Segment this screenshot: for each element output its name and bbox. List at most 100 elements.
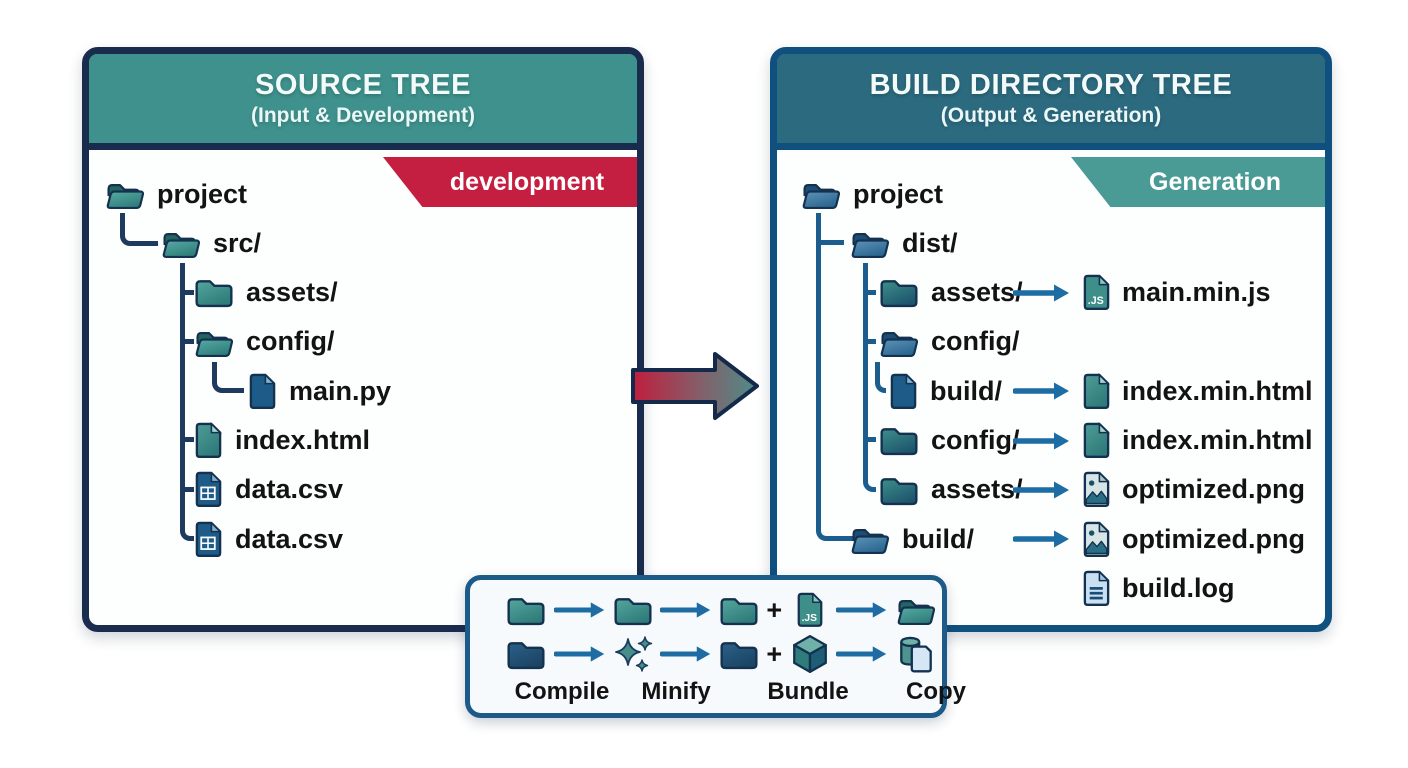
build-tree-panel: BUILD DIRECTORY TREE (Output & Generatio… xyxy=(770,47,1332,632)
file-img-icon xyxy=(1081,470,1112,509)
arrow-icon xyxy=(836,599,888,621)
build-tree-header: BUILD DIRECTORY TREE (Output & Generatio… xyxy=(777,54,1325,150)
tree-connector xyxy=(863,263,876,492)
folder-label: config/ xyxy=(931,425,1020,455)
file-img-icon xyxy=(1081,520,1112,559)
maps-to-arrow-icon xyxy=(1013,282,1071,304)
source-tree-panel: SOURCE TREE (Input & Development) develo… xyxy=(82,47,644,632)
tree-row: src/ xyxy=(89,219,261,267)
build-output: optimized.png xyxy=(1013,520,1305,559)
cube-icon xyxy=(789,633,831,675)
build-tree-title: BUILD DIRECTORY TREE xyxy=(869,69,1233,101)
tree-row: project xyxy=(777,170,943,218)
folder-open-teal-icon xyxy=(895,592,937,629)
folder-dark-icon xyxy=(718,636,760,673)
tree-row: assets/ xyxy=(89,269,338,317)
output-file-label: main.min.js xyxy=(1122,277,1271,308)
folder-open-blue-icon xyxy=(878,324,920,361)
copy-icon xyxy=(895,633,937,675)
tree-row: assets/ optimized.png xyxy=(777,466,1305,514)
tree-connector xyxy=(180,437,194,442)
output-file-label: build.log xyxy=(1122,572,1235,603)
tree-row: build.log xyxy=(777,564,1234,612)
folder-label: assets/ xyxy=(931,474,1023,505)
file-teal-icon xyxy=(1081,372,1112,411)
arrow-icon xyxy=(660,599,712,621)
output-file-label: index.min.html xyxy=(1122,425,1313,455)
folder-label: assets/ xyxy=(246,277,338,308)
build-tree-subtitle: (Output & Generation) xyxy=(940,104,1162,127)
tree-row: dist/ xyxy=(777,219,958,267)
file-blue-icon xyxy=(247,372,278,411)
maps-to-arrow-icon xyxy=(1013,430,1071,452)
maps-to-arrow-icon xyxy=(1013,479,1071,501)
tree-connector xyxy=(816,240,844,245)
file-label: data.csv xyxy=(235,474,344,505)
transform-arrow xyxy=(631,347,761,430)
arrow-icon xyxy=(553,643,606,665)
folder-label: project xyxy=(157,178,248,209)
tree-connector xyxy=(180,263,194,541)
output-file-label: optimized.png xyxy=(1122,474,1305,505)
svg-text:.JS: .JS xyxy=(801,613,817,624)
file-csv-icon xyxy=(193,470,224,509)
output-file-label: optimized.png xyxy=(1122,523,1305,554)
file-teal-icon xyxy=(193,421,224,460)
file-js-icon: .JS xyxy=(1081,273,1112,312)
folder-teal-dark-icon xyxy=(878,274,920,311)
output-file-label: index.min.html xyxy=(1122,375,1313,406)
arrow-icon xyxy=(660,643,712,665)
file-blue-icon xyxy=(888,372,919,411)
folder-label: dist/ xyxy=(902,227,958,258)
tree-connector xyxy=(863,290,876,295)
folder-label: config/ xyxy=(931,326,1020,357)
folder-teal-dark-icon xyxy=(878,422,920,459)
tree-connector xyxy=(816,213,858,541)
generation-ribbon: Generation xyxy=(1071,157,1325,207)
folder-teal-icon xyxy=(193,274,235,311)
source-tree-body: development project src/ assets/ config/… xyxy=(89,157,637,625)
tree-connector xyxy=(180,339,194,344)
maps-to-arrow-icon xyxy=(1013,528,1071,550)
legend-label: Compile xyxy=(514,678,610,705)
sparkles-icon xyxy=(612,634,654,674)
folder-label: assets/ xyxy=(931,277,1023,308)
folder-dark-icon xyxy=(505,636,547,673)
folder-teal-icon xyxy=(505,592,547,629)
file-js-icon: .JS xyxy=(795,591,825,629)
tree-row: index.html xyxy=(89,417,370,465)
folder-open-teal-icon xyxy=(104,176,146,213)
file-label: data.csv xyxy=(235,523,344,554)
folder-open-blue-icon xyxy=(849,521,891,558)
legend-label: Copy xyxy=(906,678,966,705)
folder-teal-icon xyxy=(718,592,760,629)
legend-row: + .JS xyxy=(500,588,942,632)
development-ribbon: development xyxy=(383,157,637,207)
tree-row: build/ index.min.html xyxy=(777,367,1313,415)
legend-row: + xyxy=(500,632,942,676)
tree-connector xyxy=(180,487,194,492)
tree-row: data.csv xyxy=(89,466,343,514)
plus-sign: + xyxy=(766,638,783,669)
svg-text:.JS: .JS xyxy=(1088,295,1104,307)
folder-label: config/ xyxy=(246,326,335,357)
tree-row: data.csv xyxy=(89,515,343,563)
legend-label: Bundle xyxy=(767,678,849,705)
tree-row: config/ xyxy=(777,318,1020,366)
tree-connector xyxy=(212,362,244,393)
plus-sign: + xyxy=(766,594,783,625)
folder-teal-dark-icon xyxy=(878,472,920,509)
folder-open-blue-icon xyxy=(800,176,842,213)
folder-open-teal-icon xyxy=(193,324,235,361)
folder-label: build/ xyxy=(930,375,1002,406)
build-output: .JS main.min.js xyxy=(1013,273,1271,312)
source-tree-subtitle: (Input & Development) xyxy=(251,104,475,127)
tree-connector xyxy=(863,339,876,344)
tree-connector xyxy=(863,437,876,442)
folder-teal-icon xyxy=(612,592,654,629)
arrow-icon xyxy=(836,643,888,665)
build-tree-body: Generation project dist/ assets/ .JS main… xyxy=(777,157,1325,625)
